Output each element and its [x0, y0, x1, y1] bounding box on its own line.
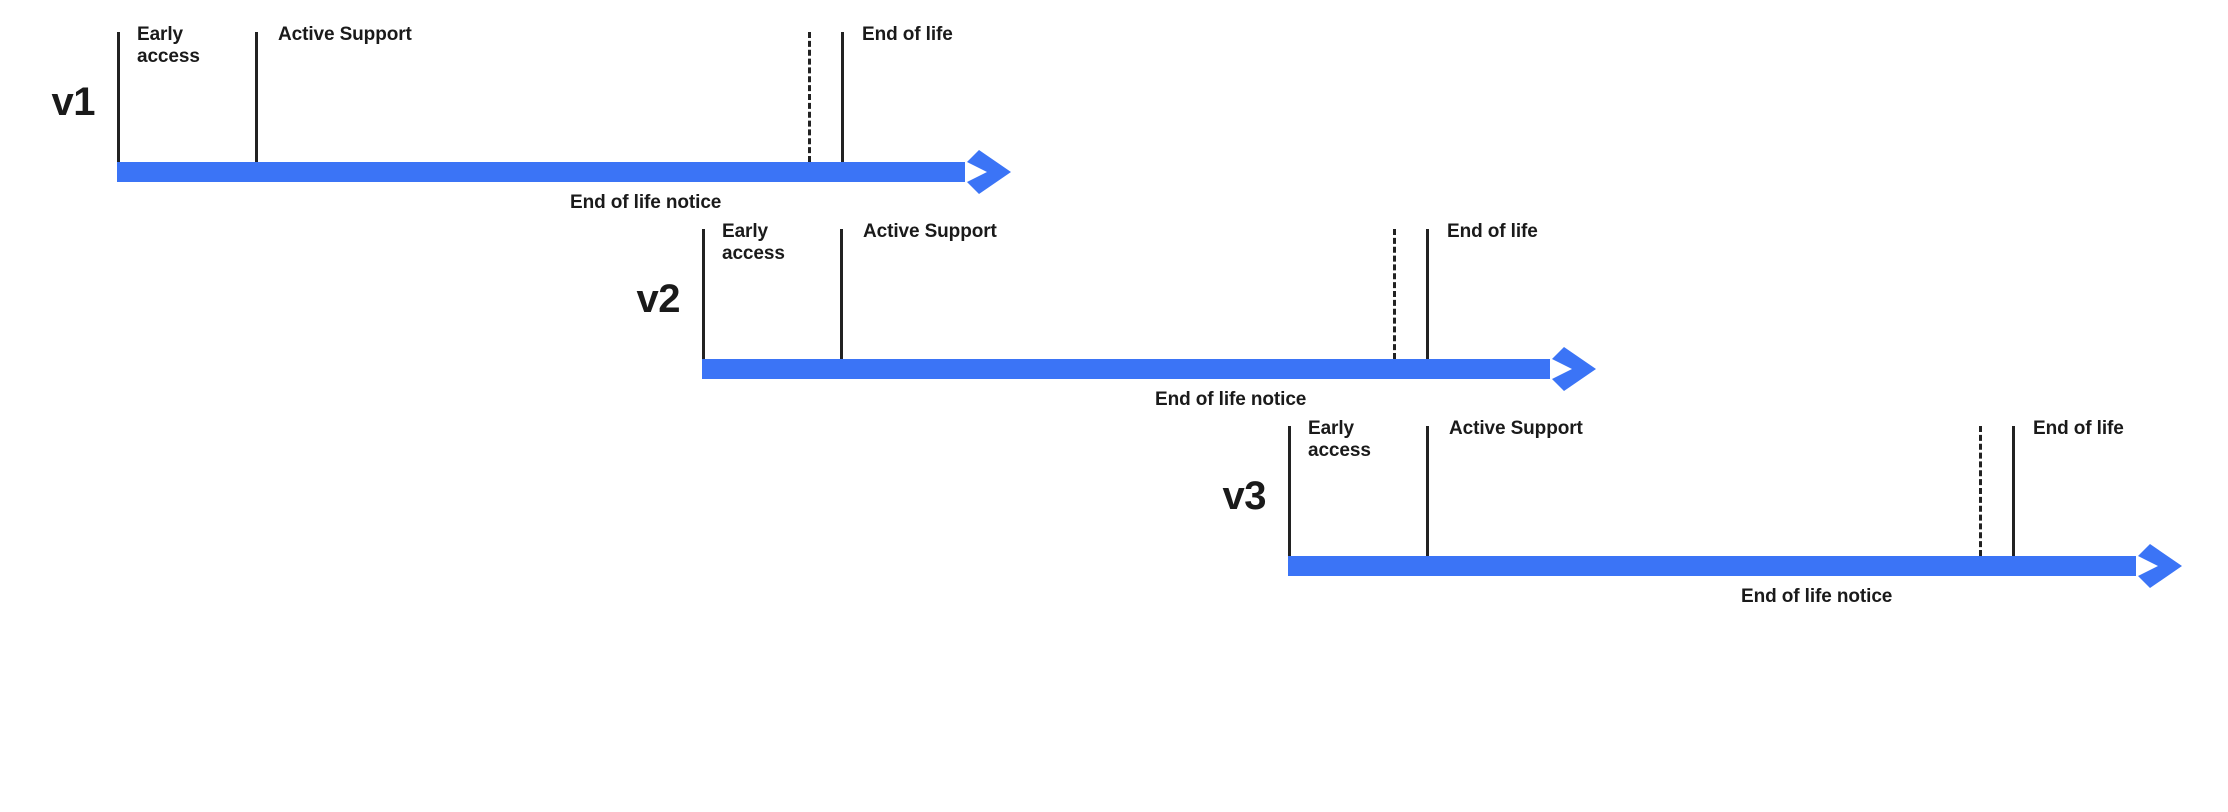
- phase-label-active-support: Active Support: [1449, 418, 1583, 439]
- phase-label-early-access: Early access: [1308, 418, 1371, 462]
- end-of-life-notice-label: End of life notice: [570, 192, 722, 213]
- phase-label-active-support: Active Support: [863, 221, 997, 242]
- phase-label-end-of-life: End of life: [2033, 418, 2124, 439]
- version-label-v2: v2: [636, 277, 681, 321]
- phase-divider-end-of-life: [841, 32, 844, 162]
- phase-label-early-access: Early access: [722, 221, 785, 265]
- phase-divider-eol-notice: [808, 32, 811, 162]
- phase-divider-end-of-life: [2012, 426, 2015, 556]
- lifecycle-row-v1: v1 Early access Active Support End of li…: [52, 14, 1017, 214]
- phase-divider-start: [702, 229, 705, 359]
- phase-label-active-support: Active Support: [278, 24, 412, 45]
- lifecycle-row-v2: v2 Early access Active Support End of li…: [637, 211, 1602, 411]
- phase-label-end-of-life: End of life: [862, 24, 953, 45]
- phase-divider-eol-notice: [1979, 426, 1982, 556]
- version-label-v3: v3: [1222, 474, 1267, 518]
- phase-label-early-access: Early access: [137, 24, 200, 68]
- lifecycle-row-v3: v3 Early access Active Support End of li…: [1223, 408, 2188, 608]
- timeline-bar: [117, 162, 965, 182]
- timeline-bar: [1288, 556, 2136, 576]
- phase-divider-early-access-end: [1426, 426, 1429, 556]
- timeline-bar: [702, 359, 1550, 379]
- phase-divider-early-access-end: [840, 229, 843, 359]
- timeline-arrow-icon: [2136, 544, 2188, 588]
- timeline-arrow-icon: [1550, 347, 1602, 391]
- phase-divider-end-of-life: [1426, 229, 1429, 359]
- phase-divider-start: [1288, 426, 1291, 556]
- end-of-life-notice-label: End of life notice: [1155, 389, 1307, 410]
- phase-divider-early-access-end: [255, 32, 258, 162]
- end-of-life-notice-label: End of life notice: [1741, 586, 1893, 607]
- phase-divider-start: [117, 32, 120, 162]
- version-label-v1: v1: [51, 80, 96, 124]
- timeline-arrow-icon: [965, 150, 1017, 194]
- phase-label-end-of-life: End of life: [1447, 221, 1538, 242]
- phase-divider-eol-notice: [1393, 229, 1396, 359]
